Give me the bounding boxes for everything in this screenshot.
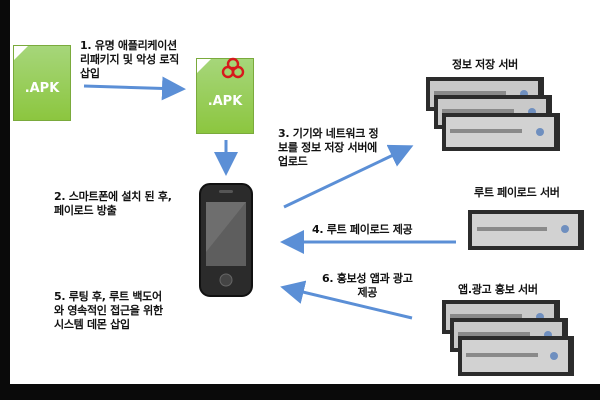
apk-label-clean: .APK: [24, 81, 60, 96]
app-ad-promo-server-label: 앱.광고 홍보 서버: [458, 283, 538, 296]
app-ad-promo-server-icon: [442, 300, 574, 376]
step3-label: 3. 기기와 네트워크 정 보를 정보 저장 서버에 업로드: [278, 127, 379, 168]
step4-label: 4. 루트 페이로드 제공: [312, 223, 413, 236]
apk-file-infected: .APK: [196, 57, 254, 134]
apk-label-infected: .APK: [207, 94, 243, 109]
arrow-repackage: [83, 76, 186, 101]
biohazard-icon: [221, 57, 245, 79]
step1-label: 1. 유명 애플리케이션 리패키지 및 악성 로직 삽입: [80, 39, 179, 80]
step5-label: 5. 루팅 후, 루트 백도어 와 영속적인 접근을 위한 시스템 데몬 삽입: [54, 290, 163, 331]
info-storage-server-icon: [426, 77, 560, 151]
frame-edge-bottom: [0, 384, 600, 400]
frame-edge-left: [0, 0, 10, 400]
info-storage-server-label: 정보 저장 서버: [452, 58, 518, 71]
smartphone-icon: [199, 183, 253, 297]
apk-file-clean: .APK: [13, 45, 71, 121]
root-payload-server-icon: [468, 210, 584, 250]
step6-label: 6. 홍보성 앱과 광고 제공: [322, 272, 413, 299]
step2-label: 2. 스마트폰에 설치 된 후, 페이로드 방출: [54, 190, 172, 217]
arrow-upload: [283, 144, 414, 209]
root-payload-server-label: 루트 페이로드 서버: [474, 186, 560, 199]
arrow-promo: [280, 280, 413, 320]
